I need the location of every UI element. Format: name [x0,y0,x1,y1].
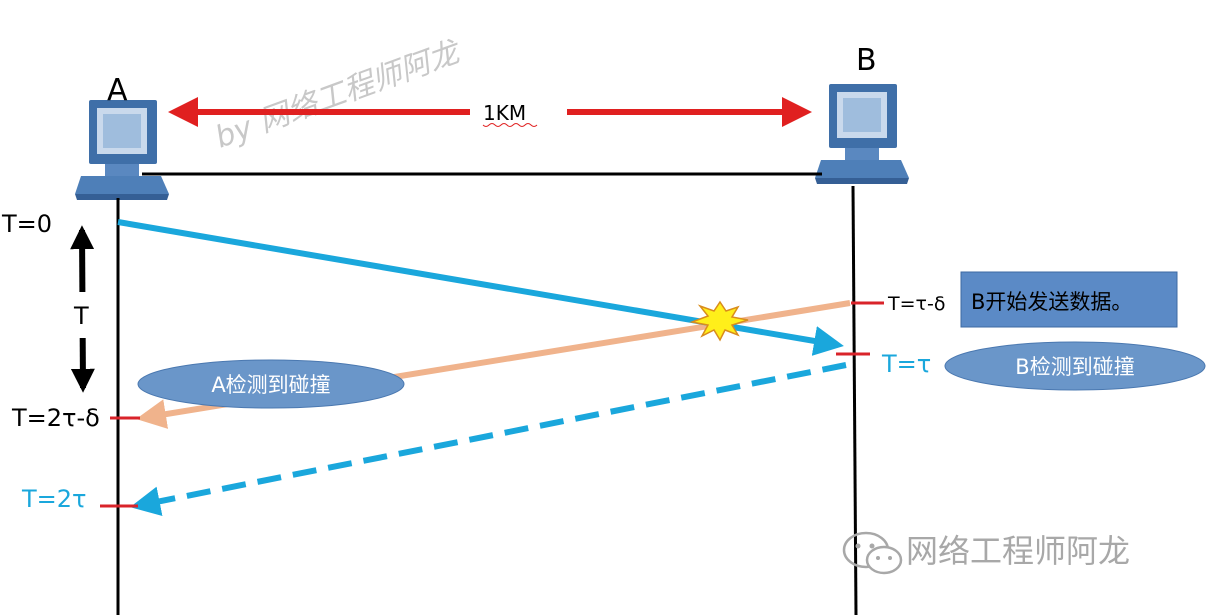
watermark-diagonal: by 网络工程师阿龙 [211,34,467,156]
interval-label: T [73,302,89,330]
a-detects-text: A检测到碰撞 [211,373,330,397]
b-starts-text: B开始发送数据。 [971,290,1132,314]
computer-b [815,84,909,184]
desktop-computer-icon [75,100,169,200]
computer-a [75,100,169,200]
time-t0: T=0 [1,210,52,238]
time-2tau: T=2τ [21,485,87,513]
b-detects-ellipse [944,341,1206,391]
collision-burst-icon [689,300,749,342]
time-tau: T=τ [881,350,931,378]
wechat-icon [842,531,903,575]
time-tau-minus-delta: T=τ-δ [887,293,945,315]
b-detects-text: B检测到碰撞 [1015,355,1134,379]
b-starts-box [960,271,1178,328]
time-2tau-minus-delta: T=2τ-δ [11,404,100,432]
node-a-label: A [107,73,128,108]
distance-label-underline [482,123,538,127]
timeline-b [851,185,858,615]
node-b-label: B [856,43,877,78]
watermark-corner: 网络工程师阿龙 [906,532,1130,570]
a-detects-ellipse [137,359,405,409]
desktop-computer-icon [815,84,909,184]
jam-signal-line [130,362,847,517]
distance-label: 1KM [483,101,526,125]
